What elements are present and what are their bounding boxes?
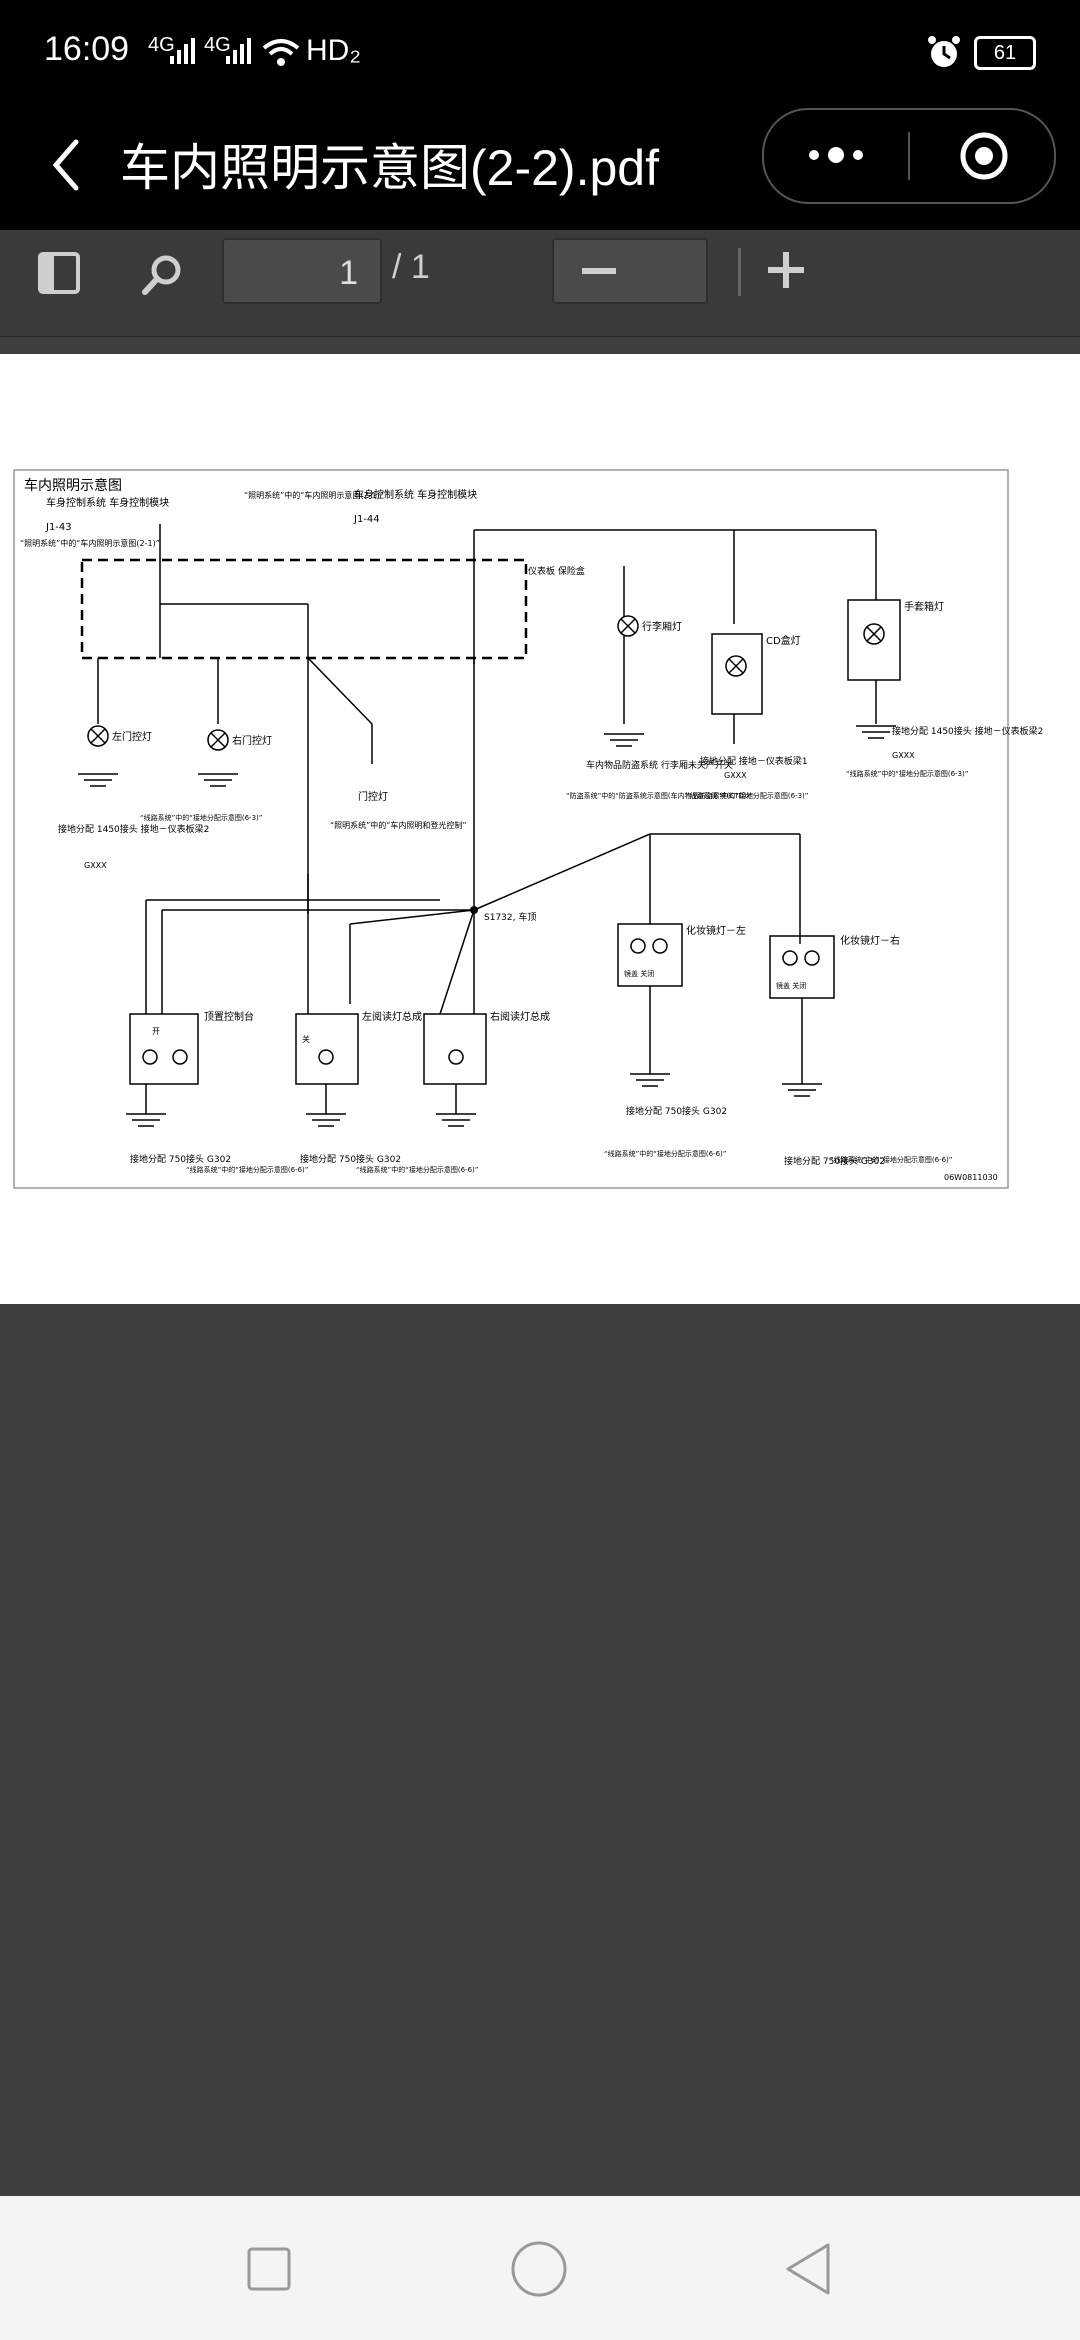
diagram-title: 车内照明示意图 <box>24 477 122 494</box>
back-triangle-icon[interactable] <box>782 2240 834 2298</box>
signal-bars-icon <box>226 38 251 64</box>
label-ground-g302-4: 接地分配 750接头 G302 <box>784 1155 885 1167</box>
label-right-reading: 右阅读灯总成 <box>490 1010 550 1023</box>
label-gxxx-1: GXXX <box>724 771 747 780</box>
toolbar-separator <box>738 248 741 296</box>
label-ground-g302-2: 接地分配 750接头 G302 <box>300 1153 401 1165</box>
label-ip-fuse: 仪表板 保险盒 <box>528 565 585 577</box>
label-vanity-left: 化妆镜灯－左 <box>686 924 746 937</box>
pdf-toolbar: 1 / 1 <box>0 230 1080 337</box>
zoom-out-button[interactable] <box>552 238 708 304</box>
label-ref-top-mid: “照明系统”中的“车内照明示意图(2-1)” <box>244 490 384 500</box>
label-ground-ip2: 接地分配 1450接头 接地－仪表板梁2 <box>892 725 1043 737</box>
network-label: HD₂ <box>306 34 361 67</box>
status-time: 16:09 <box>44 30 130 68</box>
label-ground-g302-1: 接地分配 750接头 G302 <box>130 1153 231 1165</box>
label-ref-wiring-3: “线路系统”中的“接地分配示意图(6-3)” <box>140 813 262 822</box>
close-mini-program-icon[interactable] <box>958 130 1010 182</box>
label-mirror-off-right: 镜盖 关闭 <box>776 981 806 990</box>
label-left-reading: 左阅读灯总成 <box>362 1010 422 1023</box>
label-door-lamp: 门控灯 <box>358 790 388 803</box>
signal-bars-icon <box>170 38 195 64</box>
label-dome-control: 顶置控制台 <box>204 1010 254 1023</box>
system-navigation-bar <box>0 2196 1080 2340</box>
label-vanity-right: 化妆镜灯－右 <box>840 934 900 947</box>
minus-icon <box>582 268 616 274</box>
label-glovebox-lamp: 手套箱灯 <box>904 600 944 613</box>
recent-apps-icon[interactable] <box>246 2246 292 2292</box>
label-bcm-mid: 车身控制系统 车身控制模块 <box>354 488 477 501</box>
label-ref-wiring6-3: “线路系统”中的“接地分配示意图(6-6)” <box>604 1149 726 1158</box>
more-options-icon[interactable] <box>804 140 868 170</box>
label-gxxx-2: GXXX <box>892 751 915 760</box>
label-ref-wiring6-4: “线路系统”中的“接地分配示意图(6-6)” <box>830 1155 952 1164</box>
alarm-icon <box>928 36 960 67</box>
status-bar: 16:09 4G 4G HD₂ 61 <box>0 0 1080 100</box>
label-trunk-lamp: 行李厢灯 <box>642 620 682 633</box>
label-splice: S1732, 车顶 <box>484 911 536 923</box>
page-number-input[interactable]: 1 <box>222 238 382 304</box>
label-doc-id: 06W0811030 <box>944 1173 998 1182</box>
search-icon[interactable] <box>140 252 186 298</box>
label-ref-wiring6-2: “线路系统”中的“接地分配示意图(6-6)” <box>356 1165 478 1174</box>
pdf-page: 车内照明示意图 车身控制系统 车身控制模块 J1-43 “照明系统”中的“车内照… <box>0 354 1080 1304</box>
zoom-in-icon[interactable] <box>768 252 804 288</box>
label-bcm-mid-conn: J1-44 <box>353 514 380 525</box>
title-bar: 车内照明示意图(2-2).pdf <box>0 100 1080 230</box>
label-ground-g302-3: 接地分配 750接头 G302 <box>626 1105 727 1117</box>
label-ref-wiring6-1: “线路系统”中的“接地分配示意图(6-6)” <box>186 1165 308 1174</box>
home-icon[interactable] <box>510 2240 568 2298</box>
label-ref-wiring-1: “线路系统”中的“接地分配示意图(6-3)” <box>686 791 808 800</box>
label-ref-theft: “防盗系统”中的“防盗系统示意图(车内物品防盗系统(CTD))” <box>566 791 753 800</box>
label-open-1: 开 <box>152 1027 160 1036</box>
label-bcm-left-conn: J1-43 <box>45 522 72 533</box>
wiring-diagram: 车内照明示意图 车身控制系统 车身控制模块 J1-43 “照明系统”中的“车内照… <box>13 469 1043 1189</box>
label-close-1: 关 <box>302 1034 310 1044</box>
label-cd-lamp: CD盒灯 <box>766 634 801 647</box>
label-ground-left: 接地分配 1450接头 接地－仪表板梁2 <box>58 823 209 835</box>
label-ground-ip1: 接地分配 接地－仪表板梁1 <box>700 755 808 767</box>
label-left-door-lamp: 左门控灯 <box>112 730 152 743</box>
label-gxxx-3: GXXX <box>84 861 107 870</box>
page-total: / 1 <box>392 248 430 286</box>
wifi-icon <box>262 39 300 66</box>
signal-label-2: 4G <box>204 34 231 56</box>
signal-label-1: 4G <box>148 34 175 56</box>
label-ref-door: “照明系统”中的“车内照明和登光控制” <box>330 820 467 830</box>
label-ref-wiring-2: “线路系统”中的“接地分配示意图(6-3)” <box>846 769 968 778</box>
mini-program-capsule <box>762 108 1056 204</box>
back-arrow-icon[interactable] <box>40 130 100 200</box>
label-bcm-left: 车身控制系统 车身控制模块 <box>46 496 169 509</box>
label-ref-left: “照明系统”中的“车内照明示意图(2-1)” <box>20 538 160 548</box>
label-mirror-off-left: 镜盖 关闭 <box>624 969 654 978</box>
label-trunk-switch: 车内物品防盗系统 行李厢未关严开关 <box>586 759 733 771</box>
sidebar-toggle-icon[interactable] <box>38 252 80 294</box>
label-right-door-lamp: 右门控灯 <box>232 734 272 747</box>
document-title: 车内照明示意图(2-2).pdf <box>120 140 659 196</box>
battery-indicator: 61 <box>974 36 1036 70</box>
